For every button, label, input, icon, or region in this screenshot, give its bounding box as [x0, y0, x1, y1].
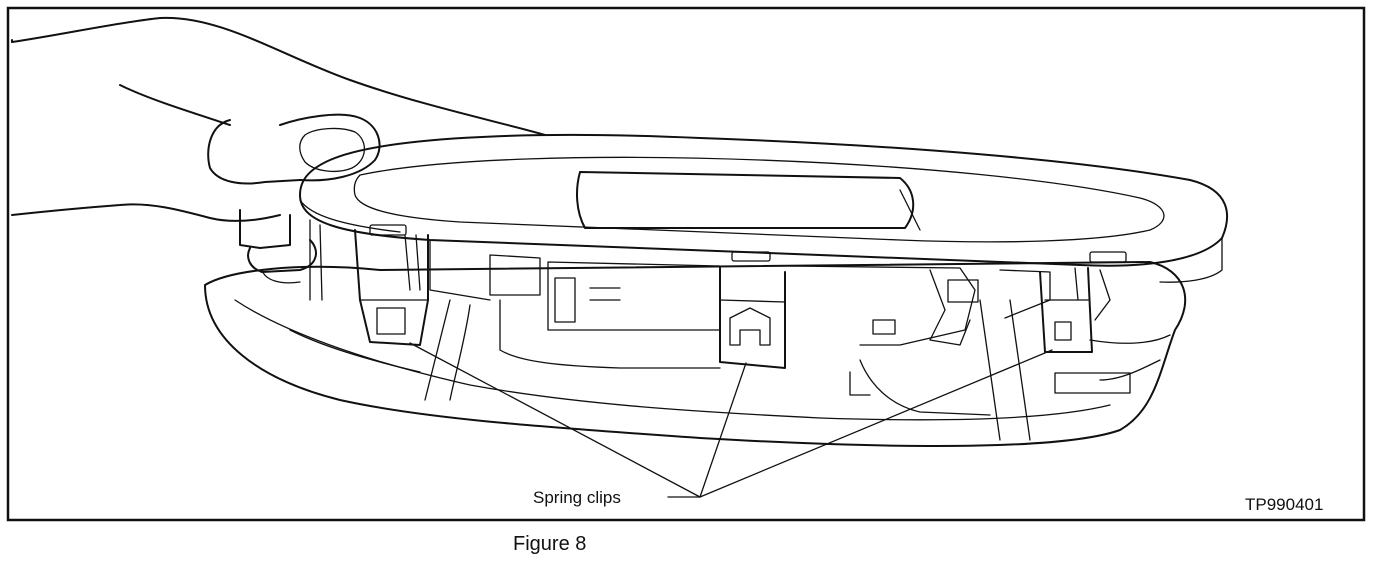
inner-mechanism — [309, 219, 1111, 401]
spring-clip-left — [354, 229, 429, 346]
bezel-slots — [369, 224, 1127, 263]
callout-leaders — [409, 342, 1053, 498]
callout-label: Spring clips — [533, 488, 621, 507]
housing-base — [204, 261, 1187, 448]
figure-border — [6, 6, 1366, 522]
figure-caption: Figure 8 — [513, 533, 586, 555]
spring-clip-right — [1039, 267, 1093, 353]
part-number: TP990401 — [1245, 495, 1323, 514]
hand — [11, 16, 546, 284]
bezel-ring — [299, 133, 1229, 283]
spring-clip-center — [719, 267, 786, 369]
